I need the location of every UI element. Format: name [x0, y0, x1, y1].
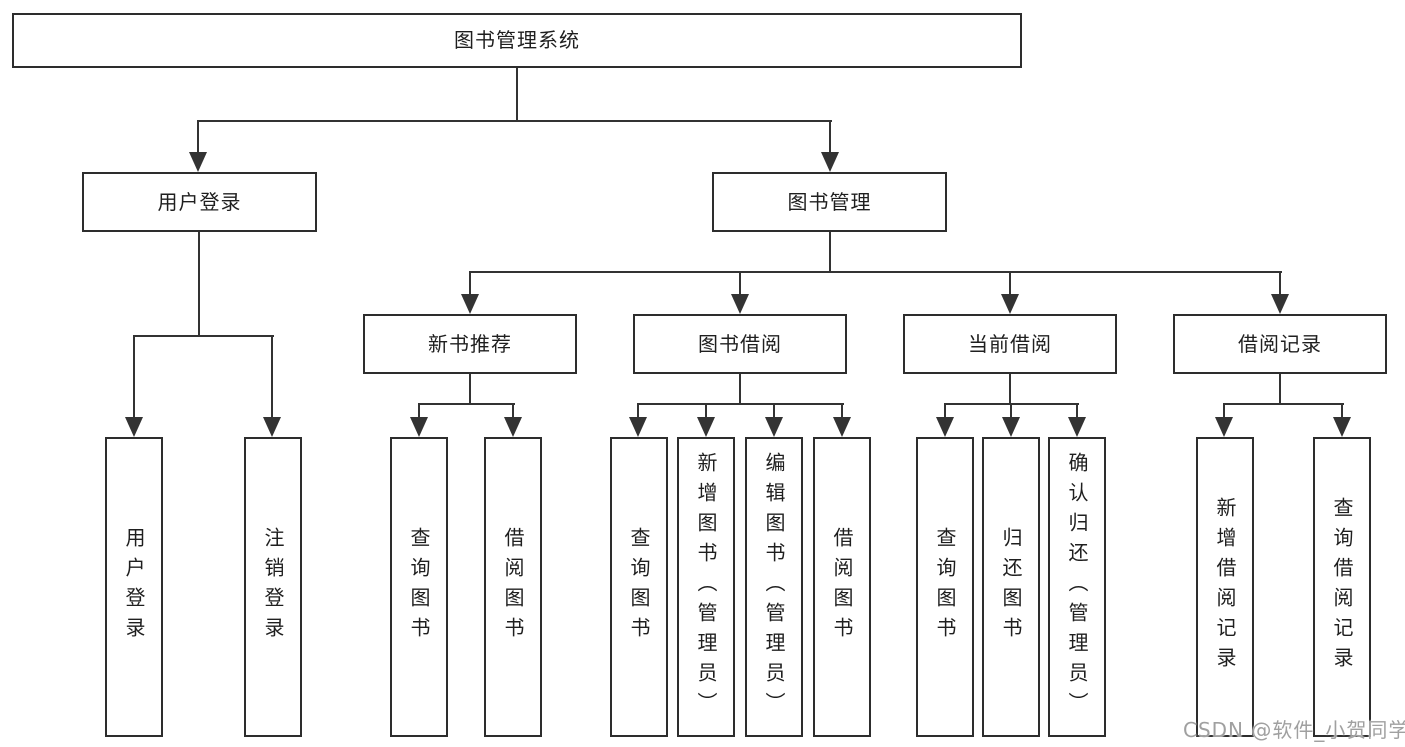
arrow-down-icon — [629, 417, 647, 437]
connector-line — [197, 122, 199, 154]
connector-line — [1009, 272, 1011, 296]
arrow-down-icon — [461, 294, 479, 314]
connector-line — [1341, 404, 1343, 419]
connector-line — [197, 120, 832, 122]
connector-line — [1223, 403, 1344, 405]
connector-line — [944, 404, 946, 419]
arrow-down-icon — [1271, 294, 1289, 314]
leaf-query-books-borrowing: 查询图书 — [610, 437, 668, 737]
leaf-user-login: 用户登录 — [105, 437, 163, 737]
leaf-logout: 注销登录 — [244, 437, 302, 737]
leaf-add-borrow-record: 新增借阅记录 — [1196, 437, 1254, 737]
arrow-down-icon — [731, 294, 749, 314]
arrow-down-icon — [765, 417, 783, 437]
connector-line — [637, 403, 844, 405]
arrow-down-icon — [821, 152, 839, 172]
csdn-watermark: CSDN @软件_小贺同学 — [1183, 718, 1405, 742]
node-book-borrowing: 图书借阅 — [633, 314, 847, 374]
arrow-down-icon — [1001, 294, 1019, 314]
leaf-add-books-admin: 新增图书（管理员） — [677, 437, 735, 737]
connector-line — [133, 335, 274, 337]
node-library-management-system: 图书管理系统 — [12, 13, 1022, 68]
node-book-management: 图书管理 — [712, 172, 947, 232]
leaf-query-books-current: 查询图书 — [916, 437, 974, 737]
connector-line — [271, 337, 273, 419]
node-borrowing-records: 借阅记录 — [1173, 314, 1387, 374]
node-new-book-recommendation: 新书推荐 — [363, 314, 577, 374]
leaf-borrow-books-recommend: 借阅图书 — [484, 437, 542, 737]
arrow-down-icon — [697, 417, 715, 437]
arrow-down-icon — [1215, 417, 1233, 437]
node-user-login: 用户登录 — [82, 172, 317, 232]
leaf-return-books: 归还图书 — [982, 437, 1040, 737]
leaf-query-books-recommend: 查询图书 — [390, 437, 448, 737]
arrow-down-icon — [263, 417, 281, 437]
connector-line — [469, 374, 471, 405]
connector-line — [469, 271, 1282, 273]
leaf-query-borrow-record: 查询借阅记录 — [1313, 437, 1371, 737]
leaf-edit-books-admin: 编辑图书（管理员） — [745, 437, 803, 737]
connector-line — [516, 68, 518, 122]
arrow-down-icon — [125, 417, 143, 437]
arrow-down-icon — [1068, 417, 1086, 437]
leaf-confirm-return-admin: 确认归还（管理员） — [1048, 437, 1106, 737]
connector-line — [829, 122, 831, 154]
connector-line — [418, 403, 515, 405]
arrow-down-icon — [504, 417, 522, 437]
connector-line — [1279, 272, 1281, 296]
arrow-down-icon — [833, 417, 851, 437]
connector-line — [841, 404, 843, 419]
connector-line — [739, 374, 741, 405]
arrow-down-icon — [936, 417, 954, 437]
connector-line — [773, 404, 775, 419]
connector-line — [1279, 374, 1281, 405]
connector-line — [829, 232, 831, 273]
connector-line — [1076, 404, 1078, 419]
connector-line — [637, 404, 639, 419]
arrow-down-icon — [1333, 417, 1351, 437]
connector-line — [705, 404, 707, 419]
connector-line — [418, 404, 420, 419]
arrow-down-icon — [1002, 417, 1020, 437]
connector-line — [1009, 374, 1011, 405]
connector-line — [1010, 404, 1012, 419]
connector-line — [133, 337, 135, 419]
connector-line — [198, 232, 200, 337]
connector-line — [469, 272, 471, 296]
arrow-down-icon — [189, 152, 207, 172]
connector-line — [739, 272, 741, 296]
arrow-down-icon — [410, 417, 428, 437]
node-current-borrowing: 当前借阅 — [903, 314, 1117, 374]
connector-line — [512, 404, 514, 419]
leaf-borrow-books: 借阅图书 — [813, 437, 871, 737]
connector-line — [1223, 404, 1225, 419]
